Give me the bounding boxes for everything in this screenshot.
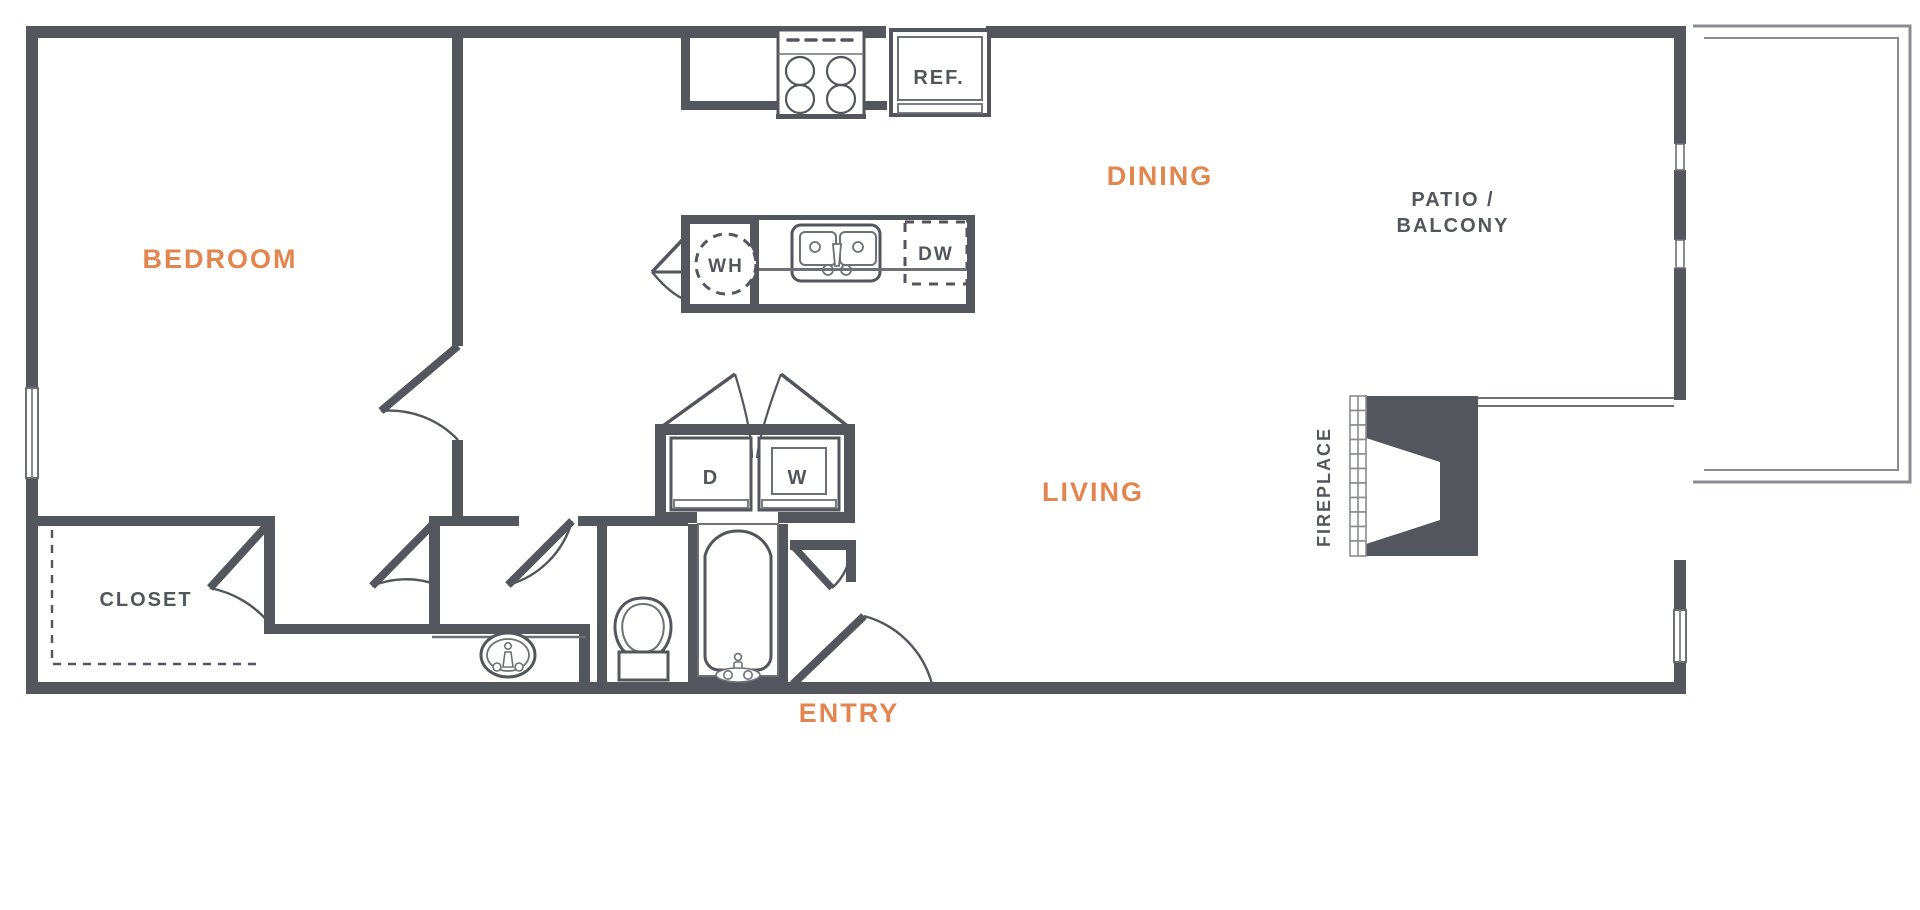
bathtub-icon [697, 523, 779, 683]
room-label-patio-line2: BALCONY [1397, 215, 1510, 237]
water-heater-label: WH [708, 256, 744, 277]
refrigerator-icon [889, 28, 991, 117]
range-stove-icon [776, 28, 866, 119]
bedroom-window-west [25, 387, 39, 479]
kitchen-sink-icon [790, 223, 882, 283]
patio-slider-lower [1675, 239, 1685, 269]
bathroom-door [505, 518, 575, 588]
room-label-bedroom: BEDROOM [143, 244, 298, 274]
toilet-icon [613, 596, 673, 682]
room-label-closet: CLOSET [99, 589, 192, 611]
labels-layer: BEDROOM DINING LIVING ENTRY CLOSET PATIO… [99, 67, 1510, 728]
doors [207, 233, 934, 687]
dryer-icon [669, 436, 753, 512]
bedroom-door [378, 342, 461, 441]
refrigerator-label: REF. [913, 67, 964, 89]
fireplace-icon [1349, 395, 1674, 557]
fireplace-label: FIREPLACE [1314, 427, 1334, 547]
dishwasher-icon [903, 220, 969, 286]
living-closet-door [790, 543, 853, 591]
closet-door [207, 519, 273, 625]
hall-door [369, 519, 438, 589]
dryer-label: D [703, 467, 719, 489]
room-label-dining: DINING [1107, 161, 1214, 191]
vanity-sink-icon [432, 631, 586, 679]
water-heater-door [650, 233, 689, 302]
kitchen-counter [759, 268, 967, 271]
patio-balcony-area [1693, 24, 1912, 484]
walls [26, 26, 1686, 694]
water-heater-icon [694, 232, 758, 296]
room-label-patio-line1: PATIO / [1411, 189, 1494, 211]
closet-shelf [50, 530, 262, 666]
washer-icon [757, 436, 841, 512]
entry-door [790, 613, 934, 687]
patio-slider-upper [1675, 143, 1685, 171]
dishwasher-label: DW [918, 244, 954, 265]
room-label-living: LIVING [1042, 477, 1144, 507]
washer-label: W [788, 467, 809, 489]
windows [25, 143, 1687, 663]
room-label-entry: ENTRY [799, 698, 900, 728]
living-window-east [1673, 609, 1687, 663]
